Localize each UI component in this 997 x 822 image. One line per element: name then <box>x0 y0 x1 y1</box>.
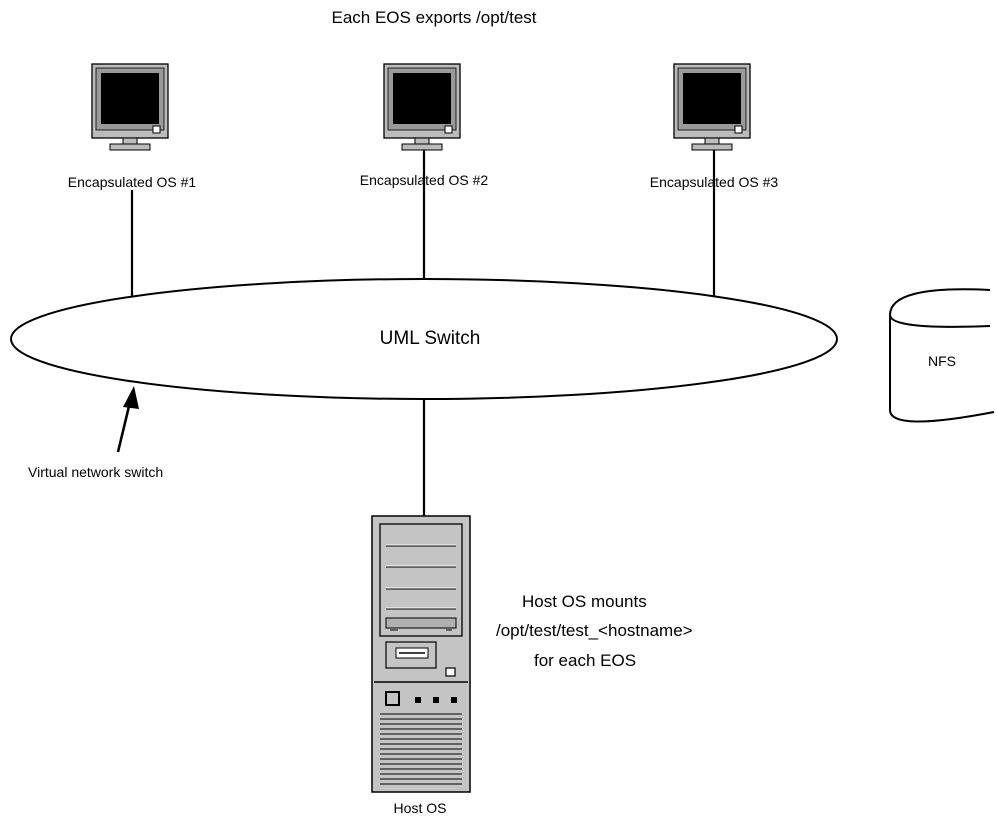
host-label: Host OS <box>393 800 447 816</box>
eos1-monitor-icon <box>91 63 169 151</box>
eos3-monitor-icon <box>673 63 751 151</box>
host-note-line-3: for each EOS <box>534 651 637 670</box>
eos1-label: Encapsulated OS #1 <box>67 174 197 190</box>
host-tower-icon <box>371 515 471 793</box>
nfs-cylinder-icon <box>889 288 995 423</box>
uml-switch-ellipse <box>10 278 838 400</box>
switch-annotation: Virtual network switch <box>28 464 164 480</box>
eos3-label: Encapsulated OS #3 <box>649 174 779 190</box>
pointer-arrow-icon <box>116 386 139 453</box>
eos2-monitor-icon <box>383 63 461 151</box>
eos2-label: Encapsulated OS #2 <box>359 172 489 188</box>
nfs-label: NFS <box>928 353 956 369</box>
diagram-title: Each EOS exports /opt/test <box>331 8 537 27</box>
host-note-line-2: /opt/test/test_<hostname> <box>496 621 693 640</box>
switch-label: UML Switch <box>379 328 481 349</box>
host-note-line-1: Host OS mounts <box>522 592 647 611</box>
